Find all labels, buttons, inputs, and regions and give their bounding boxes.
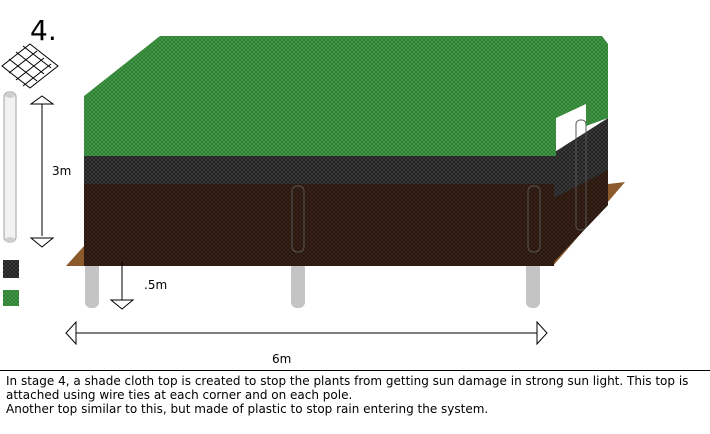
stage-number: 4.	[30, 14, 57, 47]
length-dimension-arrow	[65, 320, 548, 346]
front-mesh-wall	[84, 152, 554, 190]
ground-depth-arrow	[109, 262, 135, 310]
stage-4-diagram	[1, 36, 625, 346]
ground-depth-label: .5m	[144, 278, 168, 292]
caption-paragraph-1: In stage 4, a shade cloth top is created…	[6, 374, 689, 402]
black-mesh-swatch	[3, 260, 19, 278]
pole-icon	[3, 91, 17, 243]
wire-mesh-icon	[1, 43, 59, 89]
soil-body	[84, 184, 554, 266]
inner-poles	[291, 119, 587, 253]
height-dimension-arrow	[29, 95, 55, 248]
green-shade-cloth-swatch	[3, 290, 19, 306]
height-label: 3m	[52, 164, 72, 178]
shade-cloth-top	[84, 36, 608, 156]
caption: In stage 4, a shade cloth top is created…	[6, 374, 704, 416]
length-label: 6m	[272, 352, 292, 366]
support-poles	[85, 262, 540, 308]
caption-paragraph-2: Another top similar to this, but made of…	[6, 402, 489, 416]
side-soil	[550, 170, 608, 266]
caption-divider	[0, 370, 710, 371]
